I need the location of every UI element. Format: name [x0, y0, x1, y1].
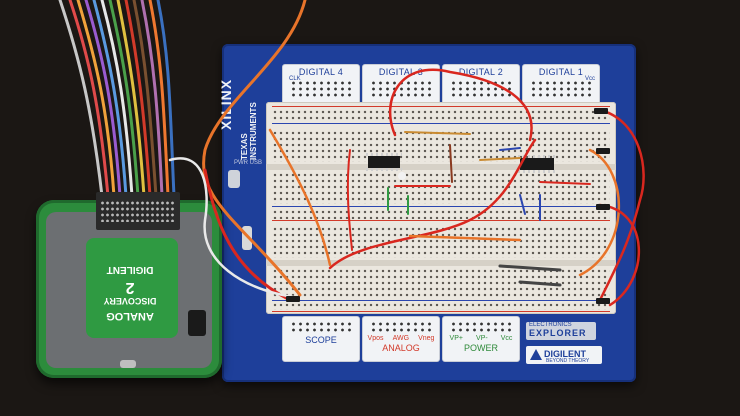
digital-4-label: DIGITAL 4: [298, 67, 344, 77]
vcc-label: Vcc: [584, 76, 595, 82]
digital-4-header: DIGITAL 4 CLK: [282, 64, 360, 106]
device-pin-header: [96, 192, 180, 230]
scope-header: SCOPE: [282, 316, 360, 362]
power-header: VP+ VP- Vcc POWER: [442, 316, 520, 362]
scope-pins: [290, 321, 352, 333]
explorer-main-text: EXPLORER: [529, 328, 587, 338]
usb-label: PWR USB: [234, 160, 263, 166]
digital-1-label: DIGITAL 1: [538, 67, 584, 77]
digilent-triangle-icon: [530, 349, 542, 360]
analog-sub-awg: AWG: [392, 335, 410, 342]
digital-2-header: DIGITAL 2: [442, 64, 520, 106]
device-center-panel: [86, 238, 178, 338]
digital-1-pins: [530, 80, 592, 98]
analog-pins: [370, 321, 432, 333]
digital-1-header: DIGITAL 1 Vcc: [522, 64, 600, 106]
usb-port: [228, 170, 240, 188]
power-pins: [450, 321, 512, 333]
power-sub-vcc: Vcc: [500, 335, 513, 342]
digital-3-label: DIGITAL 3: [378, 67, 424, 77]
power-switch: [242, 226, 252, 250]
power-sub-vpp: VP+: [449, 335, 463, 342]
digilent-tagline: BEYOND THEORY: [546, 358, 590, 364]
digilent-logo: DIGILENT BEYOND THEORY: [526, 346, 602, 364]
digital-2-label: DIGITAL 2: [458, 67, 504, 77]
analog-sub-vpos: Vpos: [367, 335, 384, 342]
scope-label: SCOPE: [305, 335, 337, 345]
power-sub-vpm: VP-: [476, 335, 488, 342]
power-label: POWER: [463, 343, 498, 353]
clk-label: CLK: [289, 76, 301, 82]
explorer-logo: ELECTRONICS EXPLORER: [526, 322, 596, 340]
breadboard: [266, 102, 616, 314]
analog-sub-vneg: Vneg: [418, 335, 435, 342]
digilent-text: DIGILENT: [544, 349, 586, 359]
ic-chip-left: [366, 153, 402, 171]
analog-header: Vpos AWG Vneg ANALOG: [362, 316, 440, 362]
explorer-top-text: ELECTRONICS: [529, 322, 572, 328]
digital-4-pins: [290, 80, 352, 98]
digital-3-pins: [370, 80, 432, 98]
ic-chip-right: [518, 155, 556, 173]
device-side-port: [188, 310, 206, 336]
device-usb-port: [120, 360, 136, 368]
device-header-pins: [100, 200, 176, 222]
analog-label: ANALOG: [382, 343, 420, 353]
